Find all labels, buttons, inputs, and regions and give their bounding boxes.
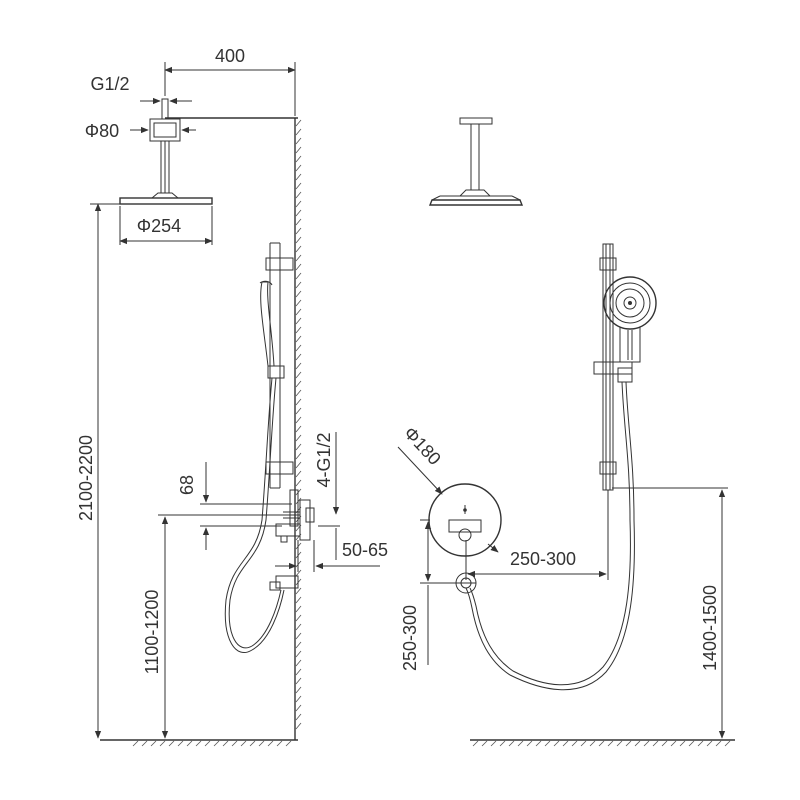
dim-4-g12: 4-G1/2 [314,432,340,560]
dim-phi80: Φ80 [85,121,196,141]
rain-shower-head-front [428,195,524,206]
dim-400: 400 [164,46,296,116]
dim-phi254: Φ254 [119,206,213,245]
label-250-300-vertical: 250-300 [400,605,420,671]
wall-hatching [295,119,302,730]
label-1100-1200: 1100-1200 [142,590,162,675]
wall-outlet-side [269,575,299,591]
label-68: 68 [177,475,197,495]
ceiling-mount-front [458,117,493,197]
label-g12: G1/2 [90,74,129,94]
label-50-65: 50-65 [342,540,388,560]
label-2100-2200: 2100-2200 [76,435,96,521]
dim-250-300-vertical: 250-300 [400,519,456,671]
floor-hatching-right [472,740,731,747]
label-400: 400 [215,46,245,66]
label-250-300-horizontal: 250-300 [510,549,576,569]
label-1400-1500: 1400-1500 [700,585,720,671]
hand-shower-side [259,280,275,367]
dim-1100-1200: 1100-1200 [142,514,300,739]
hand-shower-front [593,276,657,383]
dim-250-300-horizontal: 250-300 [465,490,609,580]
dim-50-65: 50-65 [275,540,388,572]
floor-hatching-left [132,740,292,747]
dim-2100-2200: 2100-2200 [76,203,120,739]
front-view: Φ180 250-300 250-300 1400-1500 [397,117,735,747]
dim-phi180: Φ180 [397,423,499,553]
side-view: 400 G1/2 Φ80 Φ254 2100-2200 [76,46,388,747]
mixer-valve-side [275,489,315,543]
label-phi80: Φ80 [85,121,119,141]
rain-shower-head [119,192,213,205]
hose-side [224,377,285,653]
label-4-g12: 4-G1/2 [314,432,334,487]
dim-68: 68 [177,462,292,550]
wall [165,117,302,740]
dim-g12: G1/2 [90,74,192,105]
label-phi180: Φ180 [400,423,445,469]
dim-1400-1500: 1400-1500 [612,487,728,739]
floor-left [100,739,298,747]
ceiling-mount [149,98,181,194]
floor-right [470,739,735,747]
hose-front [465,381,635,691]
slide-rail-front [599,243,617,491]
label-phi254: Φ254 [137,216,181,236]
